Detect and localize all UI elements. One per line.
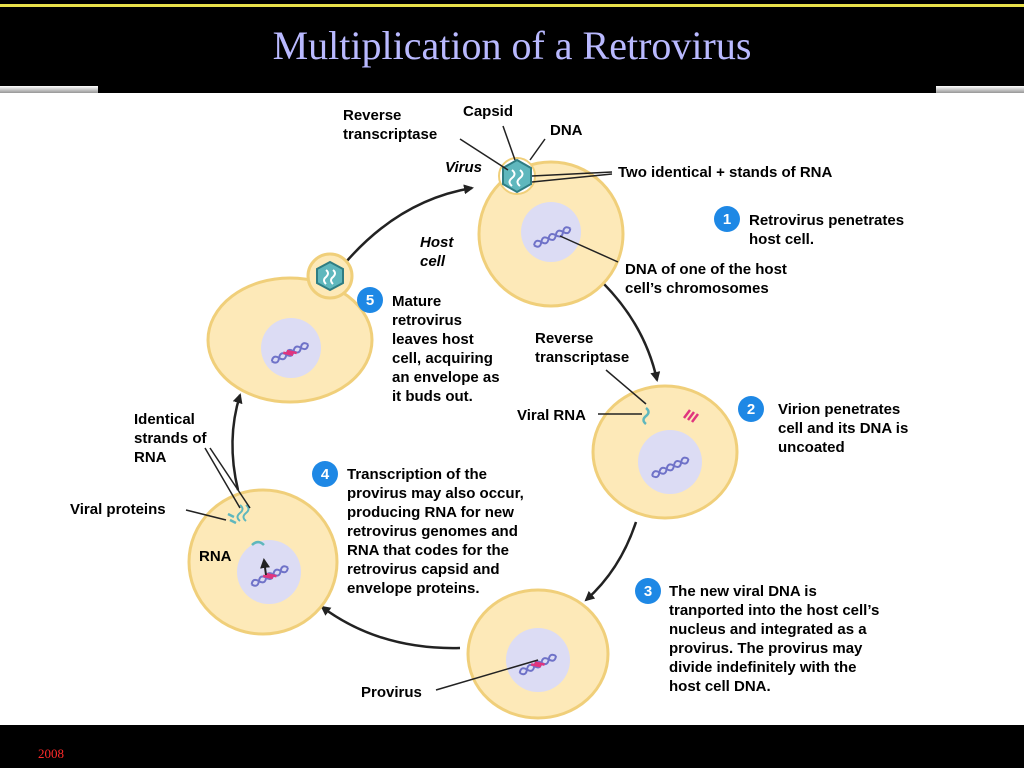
slide-title: Multiplication of a Retrovirus xyxy=(272,23,752,68)
step-badge-5 xyxy=(357,287,383,313)
label-rna: RNA xyxy=(199,548,232,565)
cycle-arrow-3-to-4 xyxy=(320,605,461,650)
label-dna: DNA xyxy=(550,122,583,139)
step-badge-4 xyxy=(312,461,338,487)
host-cell-step5 xyxy=(206,252,374,404)
top-accent-line xyxy=(0,4,1024,7)
step-badge-3 xyxy=(635,578,661,604)
label-viral-rna: Viral RNA xyxy=(517,407,586,424)
label-viral-proteins: Viral proteins xyxy=(70,501,166,518)
virus-particle-icon xyxy=(502,158,532,194)
host-cell-step4 xyxy=(187,488,339,636)
leader-lines xyxy=(185,125,647,691)
cycle-arrow-1-to-2 xyxy=(601,281,661,382)
footer-year: 2008 xyxy=(38,746,64,761)
cycle-arrow-5-to-1 xyxy=(345,184,474,263)
cycle-arrow-2-to-3 xyxy=(584,521,638,602)
budding-virus-icon xyxy=(316,260,344,292)
host-cell-step3 xyxy=(466,588,610,720)
label-two-rna: Two identical + stands of RNA xyxy=(618,164,832,181)
label-capsid: Capsid xyxy=(463,103,513,120)
step-badge-2 xyxy=(738,396,764,422)
svg-text:3: 3 xyxy=(644,583,652,600)
step-badge-1 xyxy=(714,206,740,232)
svg-text:1: 1 xyxy=(723,211,731,228)
cycle-arrow-4-to-5 xyxy=(231,393,243,491)
host-cell-step1 xyxy=(477,157,625,308)
host-cell-step2 xyxy=(591,384,739,520)
svg-text:2: 2 xyxy=(747,401,755,418)
svg-text:5: 5 xyxy=(366,292,374,309)
label-provirus: Provirus xyxy=(361,684,422,701)
label-virus: Virus xyxy=(445,159,482,176)
svg-text:4: 4 xyxy=(321,466,330,483)
